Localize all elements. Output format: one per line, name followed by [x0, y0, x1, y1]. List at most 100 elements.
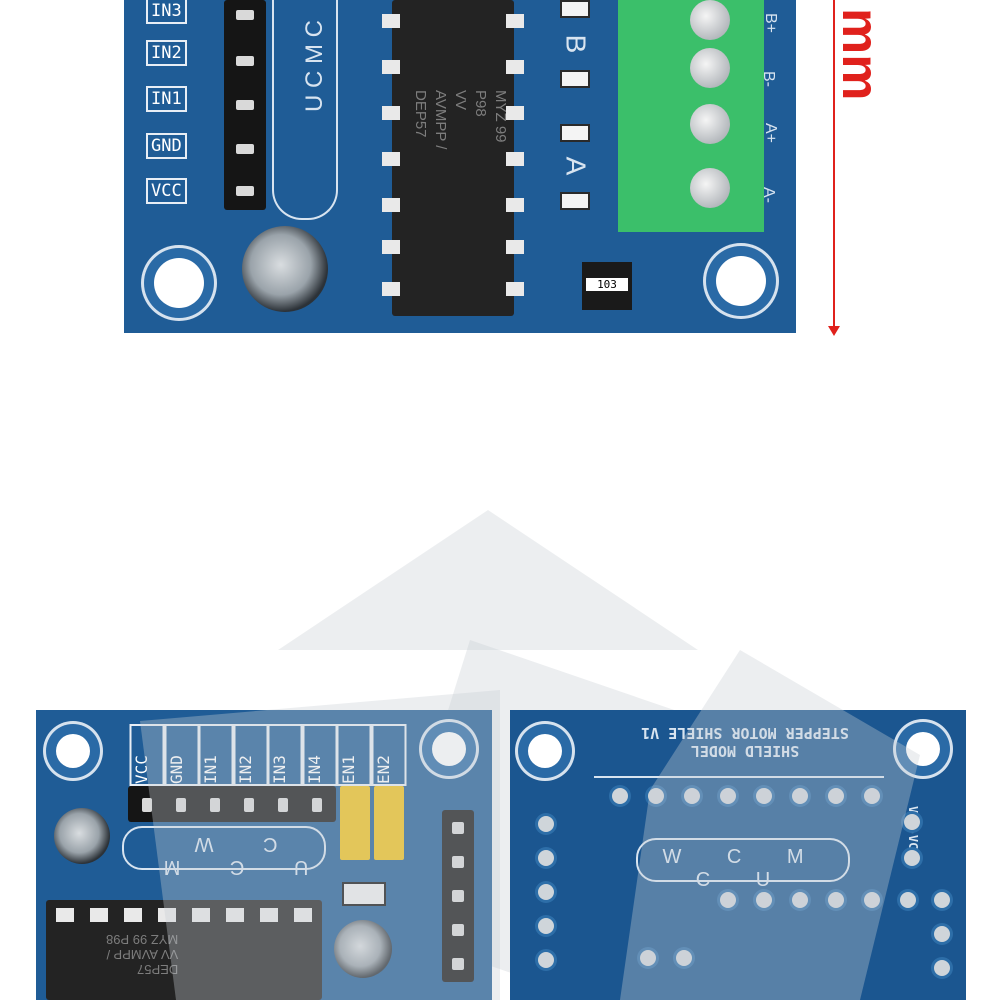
ic-pin — [382, 106, 400, 120]
terminal-screw — [690, 104, 730, 144]
solder-pad — [538, 952, 554, 968]
solder-pad — [612, 788, 628, 804]
terminal-label-b-minus: B- — [760, 71, 777, 87]
resistor-network: 103 — [582, 262, 632, 310]
enable-jumper-en2[interactable] — [374, 786, 404, 860]
ucmc-silk-text: W C M C U — [662, 846, 824, 891]
electrolytic-capacitor — [242, 226, 328, 312]
solder-pad — [828, 892, 844, 908]
title-frame — [594, 718, 884, 778]
electrolytic-capacitor — [334, 920, 392, 978]
ic-marking-line: VV AVMPP / — [432, 90, 469, 150]
bottom-left-pcb-board: VCC GND IN1 IN2 IN3 IN4 EN1 EN2 U C M C … — [36, 710, 492, 1000]
solder-pad — [900, 892, 916, 908]
solder-pad — [864, 788, 880, 804]
screw-terminal-block — [618, 0, 764, 232]
solder-pad — [934, 926, 950, 942]
enable-jumper-en1[interactable] — [340, 786, 370, 860]
terminal-label-a-minus: A- — [760, 187, 777, 203]
ic-marking-line: VV AVMPP / — [106, 947, 179, 962]
header-pin — [452, 890, 464, 902]
pin-label-in3: IN3 — [146, 0, 187, 24]
pin-label-vcc: VCC — [146, 178, 187, 204]
terminal-label-a-plus: A+ — [762, 122, 780, 144]
header-pin — [452, 822, 464, 834]
header-pin — [452, 924, 464, 936]
solder-pad — [934, 892, 950, 908]
ucmc-outline — [272, 0, 338, 220]
mounting-hole — [432, 732, 466, 766]
mounting-hole — [906, 732, 940, 766]
smd-resistor — [342, 882, 386, 906]
pin-label-gnd: GND — [146, 133, 187, 159]
solder-pad — [676, 950, 692, 966]
solder-pad — [538, 816, 554, 832]
mounting-hole — [716, 256, 766, 306]
electrolytic-capacitor — [54, 808, 110, 864]
ic-pin — [124, 908, 142, 922]
ic-pin — [506, 152, 524, 166]
top-pcb-board: IN3 IN2 IN1 GND VCC U C M C MYZ 99 P98 V… — [124, 0, 796, 333]
solder-pad — [720, 788, 736, 804]
ic-pin — [382, 198, 400, 212]
bottom-right-pcb-board: SHIELD MODEL STEPPER MOTOR SHIELE V1 W C… — [510, 710, 966, 1000]
ic-pin — [506, 240, 524, 254]
header-pin — [452, 958, 464, 970]
header-pin — [176, 798, 186, 812]
header-pin — [278, 798, 288, 812]
solder-pad — [792, 788, 808, 804]
pin-label-in2: IN2 — [146, 40, 187, 66]
ic-pin — [382, 14, 400, 28]
ic-pin — [260, 908, 278, 922]
solder-pad — [756, 788, 772, 804]
header-pin — [236, 186, 254, 196]
header-pin — [236, 100, 254, 110]
pin-header — [128, 786, 336, 822]
solder-pad — [904, 814, 920, 830]
header-pin — [236, 144, 254, 154]
header-pin — [312, 798, 322, 812]
solder-pad — [684, 788, 700, 804]
ucmc-outline — [636, 838, 850, 882]
ic-pin — [506, 14, 524, 28]
mounting-hole — [154, 258, 204, 308]
silk-letter-a: A — [560, 156, 592, 176]
ic-pin — [56, 908, 74, 922]
ic-pin — [506, 198, 524, 212]
solder-pad — [904, 850, 920, 866]
header-pin — [142, 798, 152, 812]
ic-pin — [506, 60, 524, 74]
ucmc-outline — [122, 826, 326, 870]
smd-led — [560, 0, 590, 18]
ic-pin — [382, 152, 400, 166]
header-pin — [236, 10, 254, 20]
solder-pad — [828, 788, 844, 804]
smd-led — [560, 70, 590, 88]
solder-pad — [792, 892, 808, 908]
solder-pad — [756, 892, 772, 908]
ic-pin — [382, 240, 400, 254]
ic-marking-line: MYZ 99 P98 — [472, 90, 509, 143]
dimension-line — [833, 0, 835, 328]
ic-pin — [506, 106, 524, 120]
smd-led — [560, 192, 590, 210]
solder-pad — [538, 850, 554, 866]
watermark-logo-shape — [278, 510, 698, 650]
ic-pin — [294, 908, 312, 922]
ic-marking-line: DEP57 — [412, 90, 429, 138]
ic-pin — [382, 282, 400, 296]
ic-pin — [506, 282, 524, 296]
dimension-arrow-head — [828, 326, 840, 336]
solder-pad — [934, 960, 950, 976]
pin-label-in1: IN1 — [146, 86, 187, 112]
ic-marking-line: DEP57 — [137, 962, 179, 977]
header-pin — [244, 798, 254, 812]
ic-pin — [226, 908, 244, 922]
pin-header — [224, 0, 266, 210]
terminal-screw — [690, 168, 730, 208]
silk-letter-b: B — [560, 34, 592, 54]
ic-pin — [192, 908, 210, 922]
watermark-logo-shape — [140, 690, 500, 1000]
resistor-code: 103 — [586, 278, 628, 291]
solder-pad — [720, 892, 736, 908]
